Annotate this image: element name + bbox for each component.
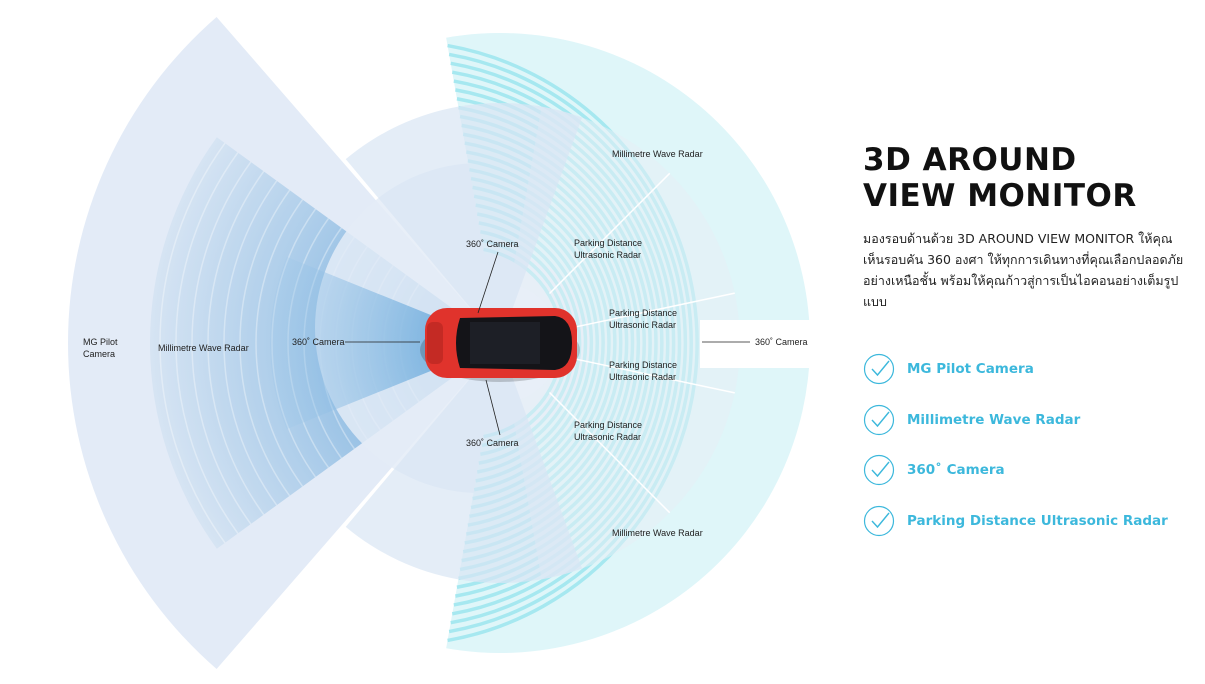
check-circle-icon <box>863 455 895 486</box>
label-parking-distance-line: Parking Distance <box>609 308 677 318</box>
leader-line <box>485 379 501 436</box>
label-camera-top-line: 360˚ Camera <box>466 239 519 249</box>
zone-divider <box>568 356 735 394</box>
feature-item: MG Pilot Camera <box>863 344 1193 395</box>
camera-zone-top <box>345 103 583 343</box>
feature-item: 360˚ Camera <box>863 445 1193 496</box>
leader-line <box>477 251 499 314</box>
zone-divider <box>548 172 671 295</box>
feature-label: MG Pilot Camera <box>907 361 1034 378</box>
label-parking-distance-line: Parking Distance <box>574 238 642 248</box>
label-camera-right: 360˚ Camera <box>755 337 808 347</box>
check-circle-icon <box>863 404 895 435</box>
label-camera-left-line: 360˚ Camera <box>292 337 345 347</box>
car-top-view <box>420 308 580 382</box>
label-parking-distance-line: Parking Distance <box>609 360 677 370</box>
camera-zone-left <box>270 256 500 430</box>
camera-zone-right <box>700 320 812 368</box>
label-camera-left: 360˚ Camera <box>292 337 345 347</box>
feature-item: Millimetre Wave Radar <box>863 395 1193 446</box>
zone-divider <box>568 292 735 330</box>
radar-ring <box>239 189 291 497</box>
label-camera-bottom: 360˚ Camera <box>466 438 519 448</box>
label-millimetre-wave-bottom: Millimetre Wave Radar <box>612 528 703 538</box>
zone-divider <box>548 391 671 514</box>
feature-label: Millimetre Wave Radar <box>907 411 1081 428</box>
label-millimetre-wave-bottom-line: Millimetre Wave Radar <box>612 528 703 538</box>
description: มองรอบด้านด้วย 3D AROUND VIEW MONITOR ให… <box>863 231 1184 309</box>
label-parking-distance-line: Ultrasonic Radar <box>609 320 676 330</box>
radar-ring <box>255 199 304 487</box>
check-circle-icon <box>863 354 895 385</box>
label-camera-right-line: 360˚ Camera <box>755 337 808 347</box>
label-camera-top: 360˚ Camera <box>466 239 519 249</box>
radar-ring <box>175 152 239 534</box>
label-millimetre-wave-top-line: Millimetre Wave Radar <box>612 149 703 159</box>
label-millimetre-wave-top: Millimetre Wave Radar <box>612 149 703 159</box>
label-parking-distance-line: Parking Distance <box>574 420 642 430</box>
parking-zone <box>510 106 741 580</box>
label-millimetre-wave-left: Millimetre Wave Radar <box>158 343 249 353</box>
label-mg-pilot-camera-line: MG Pilot <box>83 337 118 347</box>
label-parking-distance-line: Ultrasonic Radar <box>609 372 676 382</box>
feature-item: Parking Distance Ultrasonic Radar <box>863 496 1193 547</box>
label-parking-distance-line: Ultrasonic Radar <box>574 250 641 260</box>
check-circle-icon <box>863 505 895 536</box>
label-parking-distance-line: Ultrasonic Radar <box>574 432 641 442</box>
label-mg-pilot-camera-line: Camera <box>83 349 115 359</box>
radar-ring <box>207 170 265 516</box>
feature-label: Parking Distance Ultrasonic Radar <box>907 512 1168 529</box>
camera-zone-bottom <box>345 343 583 583</box>
radar-ring <box>191 161 252 525</box>
radar-ring <box>159 142 226 544</box>
label-millimetre-wave-left-line: Millimetre Wave Radar <box>158 343 249 353</box>
radar-ring <box>223 180 278 506</box>
feature-label: 360˚ Camera <box>907 462 1005 479</box>
label-camera-bottom-line: 360˚ Camera <box>466 438 519 448</box>
